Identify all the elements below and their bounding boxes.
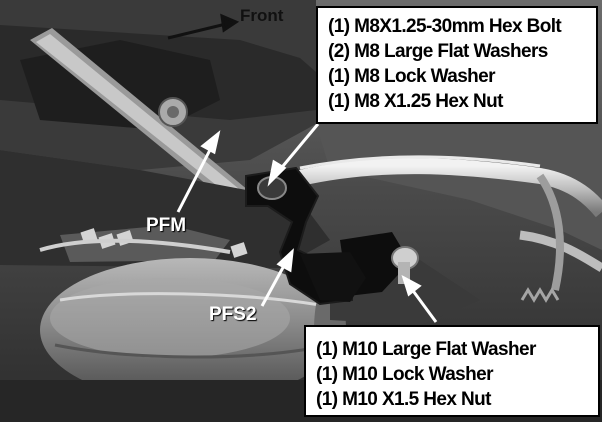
callout-line: (1) M10 Large Flat Washer: [316, 339, 536, 360]
bottom-hardware-callout: (1) M10 Large Flat Washer (1) M10 Lock W…: [304, 325, 600, 417]
front-direction-label: Front: [240, 6, 284, 25]
callout-line: (1) M8X1.25-30mm Hex Bolt: [328, 16, 562, 37]
callout-line: (1) M8 Lock Washer: [328, 66, 496, 87]
pfs2-part-label: PFS2: [209, 304, 257, 325]
top-hardware-callout: (1) M8X1.25-30mm Hex Bolt (2) M8 Large F…: [316, 6, 598, 124]
callout-line: (1) M8 X1.25 Hex Nut: [328, 91, 504, 112]
pfm-part-label: PFM: [146, 215, 187, 236]
callout-line: (1) M10 X1.5 Hex Nut: [316, 389, 492, 410]
callout-line: (1) M10 Lock Washer: [316, 364, 494, 385]
callout-line: (2) M8 Large Flat Washers: [328, 41, 548, 62]
